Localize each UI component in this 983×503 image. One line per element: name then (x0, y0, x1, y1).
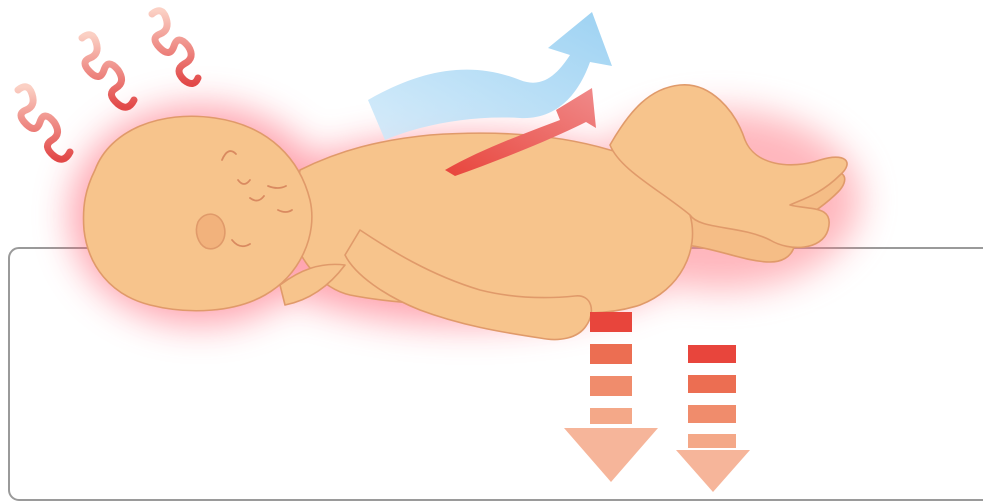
infant-ear (196, 214, 224, 249)
infant-head (83, 116, 311, 310)
